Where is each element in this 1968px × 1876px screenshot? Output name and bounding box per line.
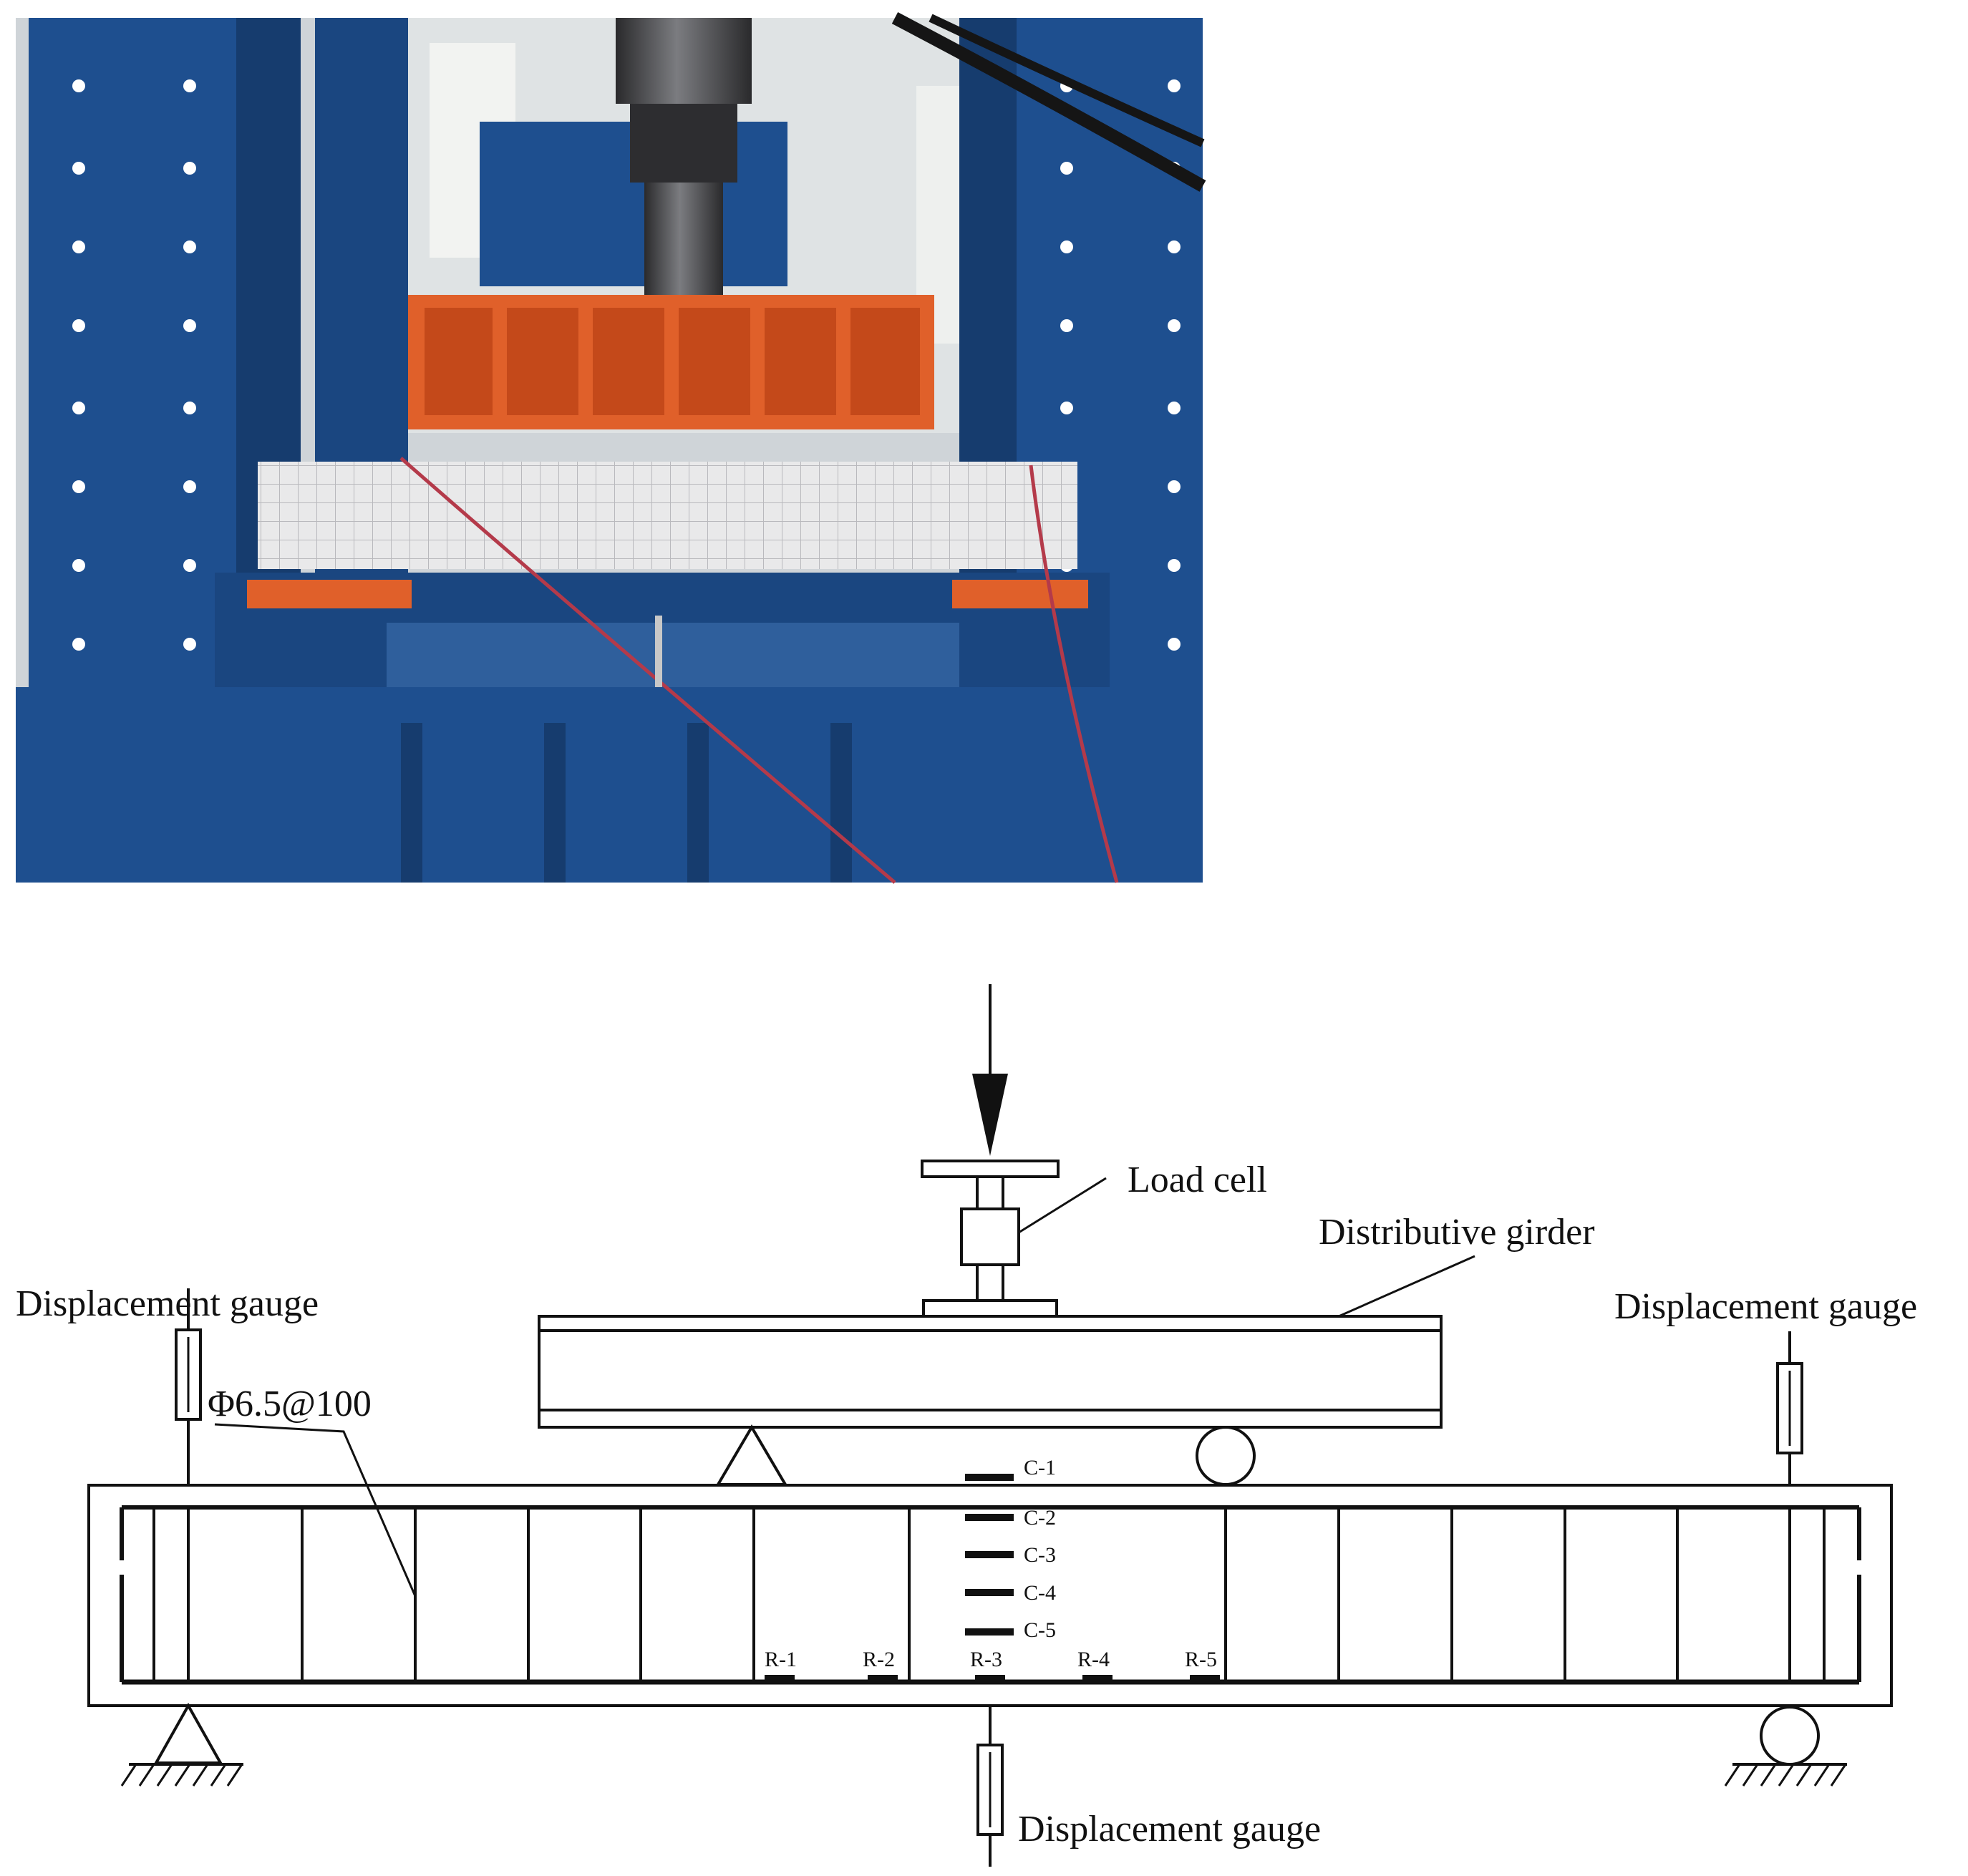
rebar-gauge-mark — [765, 1675, 795, 1682]
right-roller-support — [1724, 1706, 1847, 1787]
left-gauge-label: Displacement gauge — [16, 1283, 319, 1324]
rebar-gauge-mark — [1082, 1675, 1113, 1682]
upper-rod — [976, 1175, 1004, 1210]
rebar-gauge-label: R-4 — [1077, 1648, 1110, 1671]
concrete-gauge-label: C-1 — [1024, 1456, 1056, 1479]
concrete-gauge-label: C-3 — [1024, 1543, 1056, 1567]
rebar-gauge-mark — [975, 1675, 1005, 1682]
right-displacement-gauge — [1776, 1331, 1803, 1485]
stirrup-label: Φ6.5@100 — [208, 1384, 372, 1424]
concrete-gauge-mark — [965, 1514, 1014, 1521]
distributive-girder — [538, 1315, 1443, 1429]
top-plate — [921, 1160, 1060, 1178]
concrete-gauge-mark — [965, 1628, 1014, 1636]
concrete-gauge-label: C-5 — [1024, 1618, 1056, 1642]
concrete-gauge-label: C-2 — [1024, 1506, 1056, 1530]
distributive-girder-leader — [1338, 1255, 1475, 1318]
girder-roller-support — [1196, 1426, 1256, 1486]
rebar-gauge-label: R-2 — [863, 1648, 895, 1671]
stirrup-leader — [214, 1423, 417, 1597]
load-cell-label: Load cell — [1128, 1160, 1267, 1200]
load-cell-block — [960, 1207, 1020, 1266]
bottom-displacement-gauge — [976, 1706, 1004, 1867]
concrete-gauge-label: C-4 — [1024, 1581, 1056, 1605]
bottom-plate — [922, 1299, 1058, 1318]
test-diagram: Load cell Distributive girder — [16, 984, 1917, 1867]
concrete-gauge-mark — [965, 1474, 1014, 1481]
distributive-girder-label: Distributive girder — [1319, 1212, 1595, 1253]
rebar-gauge-label: R-5 — [1185, 1648, 1217, 1671]
concrete-gauge-mark — [965, 1551, 1014, 1558]
rebar-gauge-label: R-1 — [765, 1648, 797, 1671]
concrete-gauge-mark — [965, 1589, 1014, 1596]
left-displacement-gauge — [175, 1288, 202, 1485]
rebar-gauge-mark — [868, 1675, 898, 1682]
girder-pin-support — [715, 1424, 788, 1486]
left-pin-support — [120, 1702, 243, 1787]
load-cell-leader — [1018, 1177, 1107, 1234]
rebar-gauges: R-1 R-2 R-3 R-4 R-5 — [765, 1648, 1220, 1682]
rebar-gauge-mark — [1190, 1675, 1220, 1682]
load-arrow-head — [972, 1074, 1008, 1156]
right-gauge-label: Displacement gauge — [1614, 1286, 1917, 1327]
rebar-gauge-label: R-3 — [970, 1648, 1002, 1671]
test-setup-photo — [16, 12, 1206, 884]
concrete-gauges: C-1 C-2 C-3 C-4 C-5 — [965, 1456, 1056, 1642]
lower-rod — [976, 1263, 1004, 1302]
bottom-gauge-label: Displacement gauge — [1018, 1809, 1321, 1850]
